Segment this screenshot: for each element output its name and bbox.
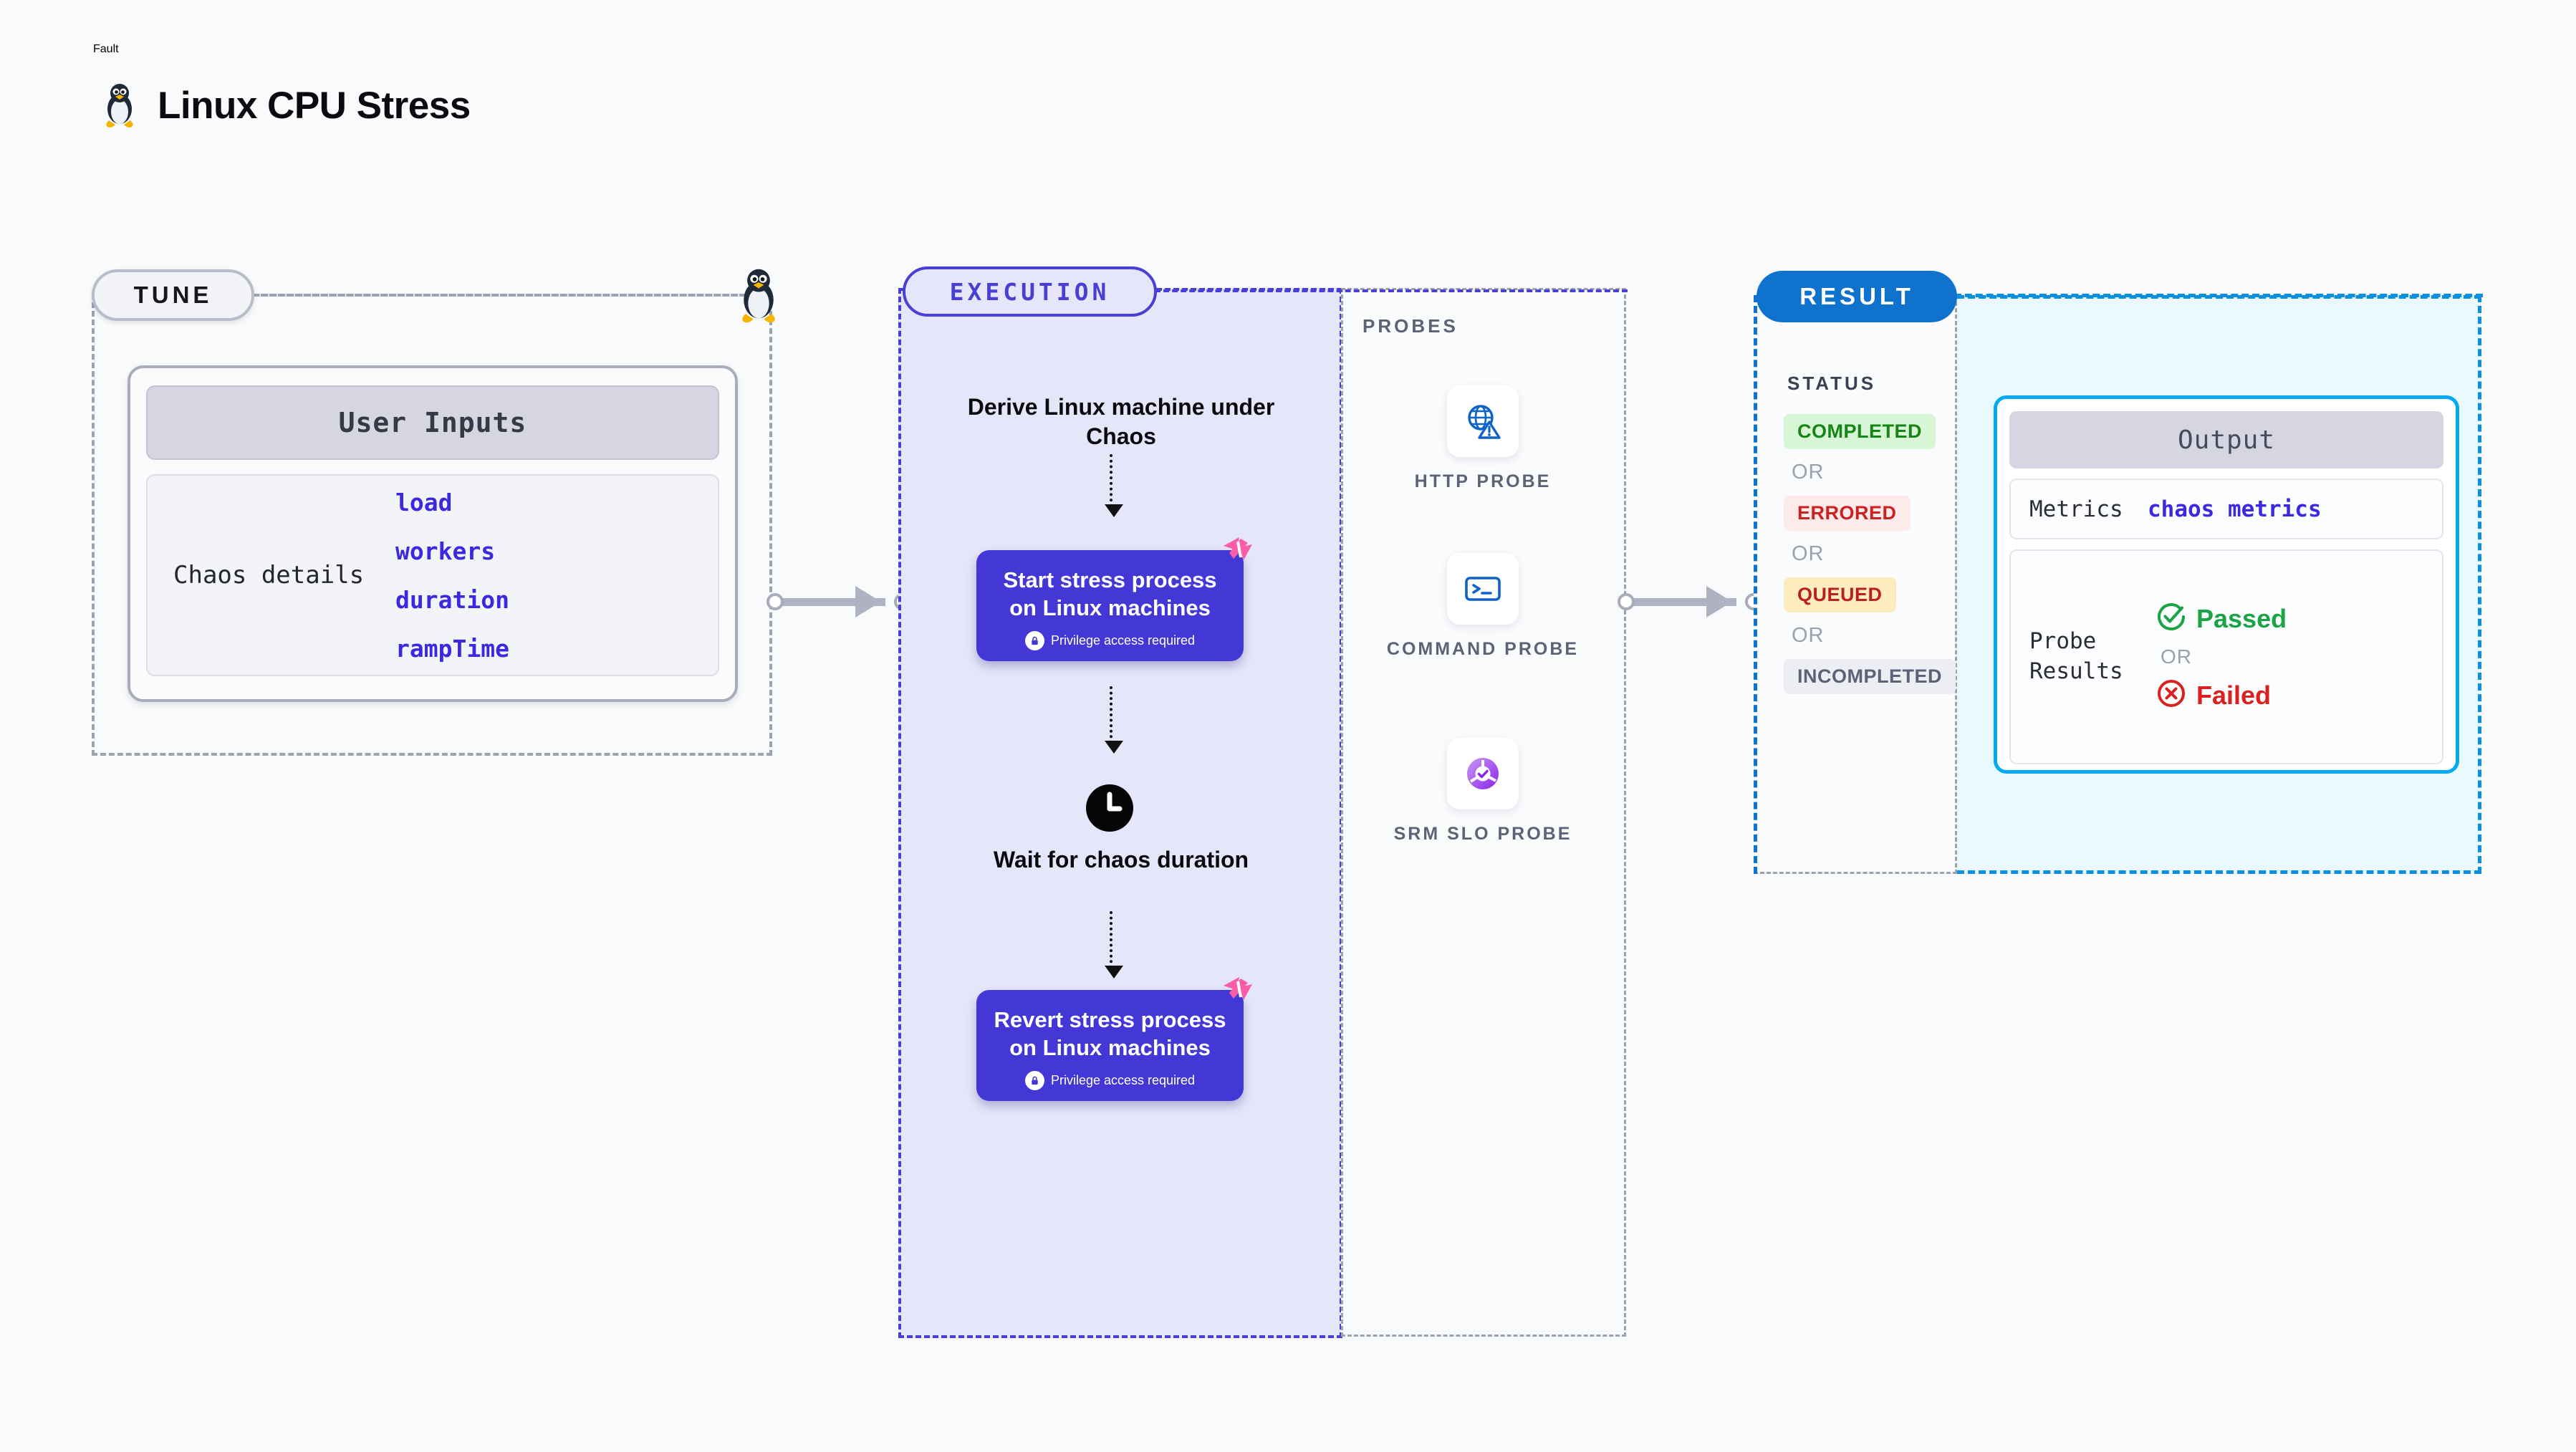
- status-badge-queued: QUEUED: [1784, 577, 1896, 612]
- privilege-text: Privilege access required: [1050, 1073, 1196, 1088]
- chaos-param-duration[interactable]: duration: [395, 585, 509, 614]
- execution-top-dashed-line: [1155, 289, 1628, 292]
- result-panel-left-border: [1754, 295, 1757, 874]
- chaos-param-load[interactable]: load: [395, 488, 453, 516]
- status-badge-errored: ERRORED: [1784, 496, 1911, 531]
- lock-icon: [1024, 631, 1044, 651]
- output-header: Output: [2009, 411, 2443, 468]
- status-list: COMPLETED OR ERRORED OR QUEUED OR INCOMP…: [1784, 414, 1956, 694]
- execution-node-title: Start stress process on Linux machines: [1003, 567, 1217, 621]
- chaos-params-list: load workers duration rampTime: [395, 489, 509, 663]
- user-inputs-header: User Inputs: [146, 385, 719, 460]
- execution-node-title: Revert stress process on Linux machines: [994, 1007, 1226, 1061]
- probe-caption: HTTP PROBE: [1414, 471, 1552, 491]
- status-or-3: OR: [1792, 624, 1825, 647]
- privilege-note: Privilege access required: [989, 631, 1231, 651]
- execution-pill-label: EXECUTION: [903, 266, 1157, 317]
- connector-line: [1629, 598, 1736, 606]
- output-card: Output Metrics chaos metrics Probe Resul…: [1994, 395, 2459, 774]
- status-badge-completed: COMPLETED: [1784, 414, 1936, 449]
- harness-logo-icon: [1219, 534, 1256, 572]
- flow-arrow-1: [1105, 454, 1123, 517]
- probe-item-srm-slo[interactable]: SRM SLO PROBE: [1386, 738, 1580, 847]
- probe-caption: COMMAND PROBE: [1386, 639, 1580, 659]
- probe-result-failed: Failed: [2156, 678, 2287, 712]
- connector-tune-to-execution: [766, 580, 911, 623]
- x-circle-icon: [2156, 678, 2186, 712]
- wait-chaos-duration-label: Wait for chaos duration: [993, 847, 1249, 872]
- connector-arrowhead: [1706, 586, 1732, 617]
- metrics-value[interactable]: chaos metrics: [2148, 496, 2322, 522]
- chaos-details-box: Chaos details load workers duration ramp…: [146, 474, 719, 676]
- probe-item-http[interactable]: HTTP PROBE: [1386, 385, 1580, 494]
- linux-penguin-icon: [100, 80, 139, 131]
- globe-warning-icon: [1447, 385, 1519, 457]
- page-title: Linux CPU Stress: [158, 85, 471, 127]
- connector-arrowhead: [855, 586, 881, 617]
- probes-panel: [1341, 288, 1626, 1337]
- probe-result-or: OR: [2161, 645, 2192, 668]
- flow-arrow-2: [1105, 686, 1123, 754]
- page-kicker: Fault: [93, 43, 119, 55]
- status-section-label: STATUS: [1787, 372, 1877, 394]
- probe-results-label: Probe Results: [2029, 628, 2123, 684]
- connector-execution-to-result: [1618, 580, 1762, 623]
- derive-machine-label: Derive Linux machine under Chaos: [967, 394, 1275, 449]
- metrics-row: Metrics chaos metrics: [2009, 479, 2443, 539]
- status-or-1: OR: [1792, 461, 1825, 484]
- chaos-param-workers[interactable]: workers: [395, 537, 496, 565]
- chaos-param-ramptime[interactable]: rampTime: [395, 634, 509, 663]
- connector-dot-start: [1618, 593, 1635, 610]
- linux-penguin-icon: [735, 264, 782, 324]
- connector-line: [778, 598, 885, 606]
- lock-icon: [1024, 1071, 1044, 1091]
- srm-slo-icon: [1447, 738, 1519, 809]
- probe-results-row: Probe Results Passed OR: [2009, 549, 2443, 764]
- probe-caption: SRM SLO PROBE: [1393, 824, 1572, 844]
- tune-panel: [92, 294, 772, 756]
- tune-pill-label: TUNE: [92, 269, 254, 321]
- status-badge-incompleted: INCOMPLETED: [1784, 659, 1956, 694]
- connector-dot-start: [766, 593, 784, 610]
- probe-item-command[interactable]: COMMAND PROBE: [1386, 553, 1580, 662]
- result-pill-label: RESULT: [1756, 271, 1957, 322]
- failed-label: Failed: [2196, 680, 2272, 710]
- probes-section-label: PROBES: [1363, 315, 1458, 337]
- harness-logo-icon: [1219, 974, 1256, 1011]
- probe-result-passed: Passed: [2156, 602, 2287, 635]
- check-circle-icon: [2156, 602, 2186, 635]
- passed-label: Passed: [2196, 603, 2287, 633]
- probe-results-values: Passed OR Failed: [2148, 602, 2287, 712]
- clock-icon: [1084, 782, 1135, 834]
- terminal-command-icon: [1447, 553, 1519, 625]
- result-top-dashed-line: [1954, 294, 2483, 297]
- flow-arrow-3: [1105, 911, 1123, 979]
- page-title-row: Linux CPU Stress: [100, 80, 471, 131]
- status-or-2: OR: [1792, 542, 1825, 565]
- execution-node-revert-stress[interactable]: Revert stress process on Linux machines …: [976, 977, 1252, 1101]
- user-inputs-card: User Inputs Chaos details load workers d…: [128, 365, 738, 702]
- privilege-note: Privilege access required: [989, 1071, 1231, 1091]
- execution-node-start-stress[interactable]: Start stress process on Linux machines P…: [976, 537, 1252, 661]
- metrics-label: Metrics: [2029, 496, 2123, 522]
- chaos-details-label: Chaos details: [173, 561, 365, 590]
- page-header: Fault Linux CPU Stress: [93, 43, 471, 131]
- privilege-text: Privilege access required: [1050, 633, 1196, 648]
